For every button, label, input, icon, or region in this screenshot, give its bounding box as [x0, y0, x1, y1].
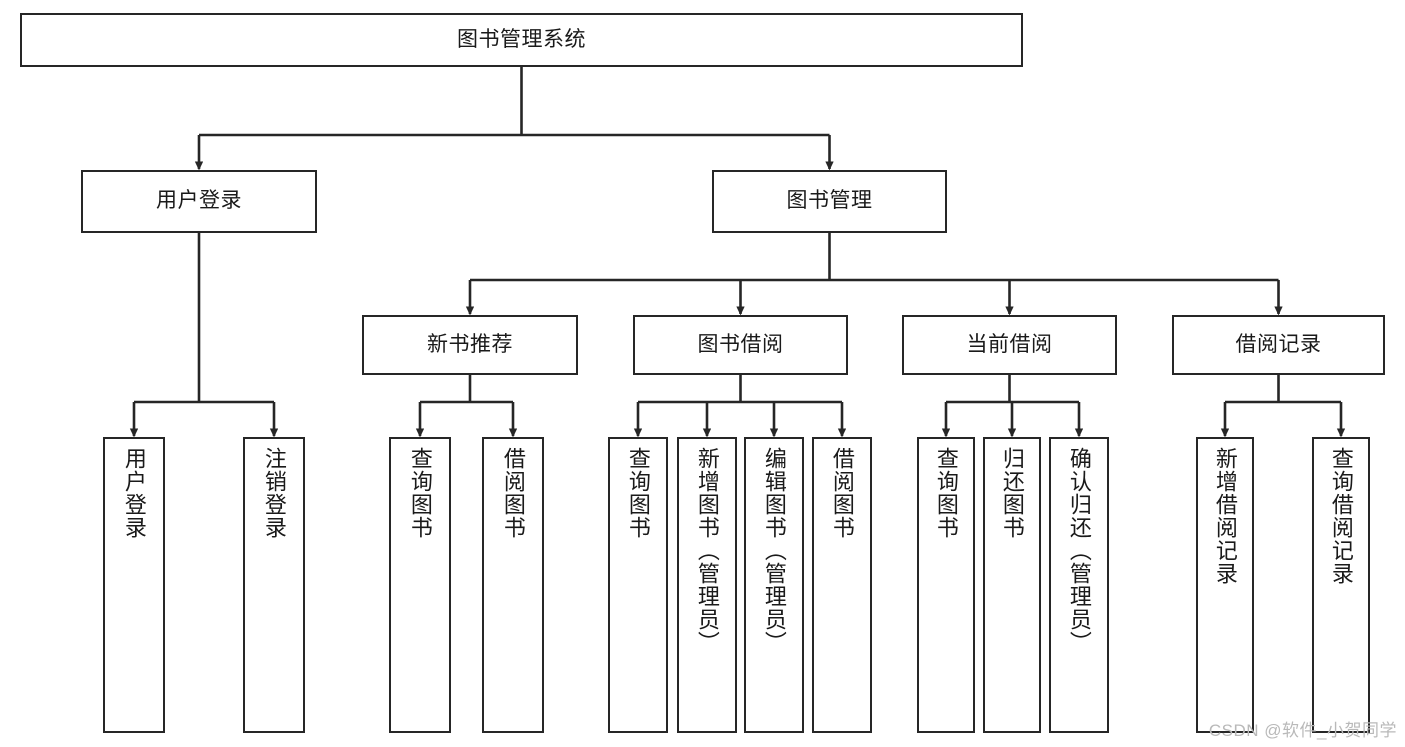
node-label: 借阅记录 [1235, 332, 1322, 356]
node-label: 归还图书 [999, 447, 1025, 539]
node-records[interactable]: 借阅记录 [1172, 315, 1385, 375]
node-label: 图书借阅 [697, 332, 784, 356]
node-l-editbook[interactable]: 编辑图书（管理员） [744, 437, 804, 733]
node-label: 当前借阅 [966, 332, 1053, 356]
node-label: 新书推荐 [427, 332, 513, 356]
node-label: 图书管理系统 [457, 27, 586, 51]
node-l-queryrec[interactable]: 查询借阅记录 [1312, 437, 1370, 733]
node-l-addrec[interactable]: 新增借阅记录 [1196, 437, 1254, 733]
node-l-confirm[interactable]: 确认归还（管理员） [1049, 437, 1109, 733]
node-label: 查询借阅记录 [1328, 447, 1354, 585]
node-label: 新增借阅记录 [1212, 447, 1238, 585]
node-l-query1[interactable]: 查询图书 [389, 437, 451, 733]
node-bookmgmt[interactable]: 图书管理 [712, 170, 947, 233]
node-l-login[interactable]: 用户登录 [103, 437, 165, 733]
node-label: 查询图书 [407, 447, 433, 539]
node-l-addbook[interactable]: 新增图书（管理员） [677, 437, 737, 733]
node-root[interactable]: 图书管理系统 [20, 13, 1023, 67]
node-l-borrow2[interactable]: 借阅图书 [812, 437, 872, 733]
node-label: 用户登录 [156, 189, 242, 213]
node-label: 图书管理 [786, 189, 873, 213]
node-newbook[interactable]: 新书推荐 [362, 315, 578, 375]
node-login[interactable]: 用户登录 [81, 170, 317, 233]
node-current[interactable]: 当前借阅 [902, 315, 1117, 375]
node-l-query3[interactable]: 查询图书 [917, 437, 975, 733]
node-label: 借阅图书 [829, 447, 855, 539]
node-label: 确认归还（管理员） [1066, 447, 1092, 654]
node-label: 编辑图书（管理员） [761, 447, 787, 654]
node-l-return[interactable]: 归还图书 [983, 437, 1041, 733]
node-l-logout[interactable]: 注销登录 [243, 437, 305, 733]
node-l-query2[interactable]: 查询图书 [608, 437, 668, 733]
node-label: 借阅图书 [500, 447, 526, 539]
node-l-borrow1[interactable]: 借阅图书 [482, 437, 544, 733]
node-label: 查询图书 [933, 447, 959, 539]
node-label: 新增图书（管理员） [694, 447, 720, 654]
node-label: 查询图书 [625, 447, 651, 539]
node-borrow[interactable]: 图书借阅 [633, 315, 848, 375]
node-label: 注销登录 [261, 447, 287, 539]
node-label: 用户登录 [121, 447, 147, 539]
watermark-label: CSDN @软件_小贺同学 [1208, 721, 1397, 740]
